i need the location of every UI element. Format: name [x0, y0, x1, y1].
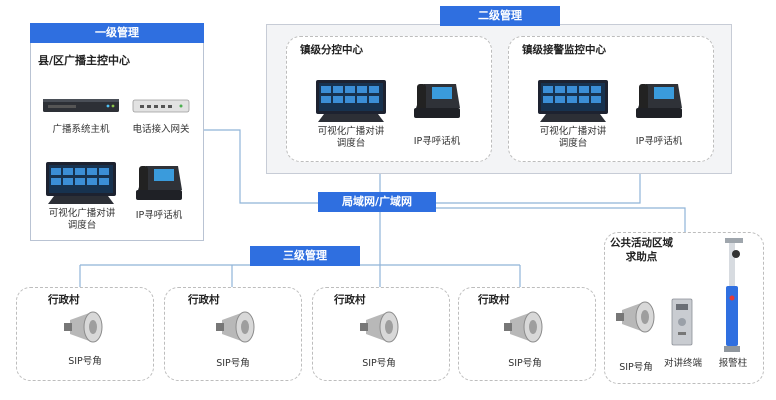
phone-gateway-icon — [132, 99, 190, 113]
device-label: IP寻呼话机 — [135, 210, 183, 221]
sip-horn-icon — [216, 311, 255, 343]
device-label: 广播系统主机 — [52, 124, 110, 135]
dispatch-console-icon — [46, 162, 116, 204]
sip-horn-icon — [616, 301, 655, 333]
sip-horn-icon — [504, 311, 543, 343]
public-area-heading: 公共活动区域 求助点 — [610, 237, 673, 263]
device-label: SIP号角 — [508, 358, 542, 369]
intercom-terminal-icon — [671, 298, 693, 346]
ip-phone-icon — [136, 166, 182, 200]
tier1-panel — [30, 23, 204, 241]
device-label: 可视化广播对讲 调度台 — [317, 126, 385, 149]
village-heading: 行政村 — [188, 294, 220, 306]
device-label: SIP号角 — [216, 358, 250, 369]
alarm-pillar-icon — [724, 238, 743, 352]
tier1-heading: 县/区广播主控中心 — [38, 54, 131, 67]
village-heading: 行政村 — [478, 294, 510, 306]
device-label: IP寻呼话机 — [635, 136, 683, 147]
device-label: 可视化广播对讲 调度台 — [539, 126, 607, 149]
village-heading: 行政村 — [334, 294, 366, 306]
tier1-title: 一级管理 — [30, 23, 204, 43]
device-label: 报警柱 — [718, 358, 748, 369]
dispatch-console-icon — [316, 80, 386, 122]
tier2-title: 二级管理 — [440, 6, 560, 26]
dispatch-console-icon — [538, 80, 608, 122]
center-heading: 镇级分控中心 — [300, 44, 363, 56]
sip-horn-icon — [64, 311, 103, 343]
network-label: 局域网/广域网 — [318, 192, 436, 212]
device-label: SIP号角 — [68, 356, 102, 367]
center-heading: 镇级接警监控中心 — [522, 44, 606, 56]
device-label: IP寻呼话机 — [413, 136, 461, 147]
sip-horn-icon — [360, 311, 399, 343]
device-label: 可视化广播对讲 调度台 — [48, 208, 116, 231]
device-label: 电话接入网关 — [132, 124, 190, 135]
village-heading: 行政村 — [48, 294, 80, 306]
device-label: SIP号角 — [619, 362, 653, 373]
wire-right-network — [436, 174, 641, 204]
tier3-title: 三级管理 — [250, 246, 360, 266]
broadcast-host-icon — [43, 99, 119, 112]
device-label: 对讲终端 — [663, 358, 702, 369]
device-label: SIP号角 — [362, 358, 396, 369]
ip-phone-icon — [414, 84, 460, 118]
wire-public-area — [436, 207, 686, 232]
wire-tier1-network — [204, 129, 318, 204]
ip-phone-icon — [636, 84, 682, 118]
